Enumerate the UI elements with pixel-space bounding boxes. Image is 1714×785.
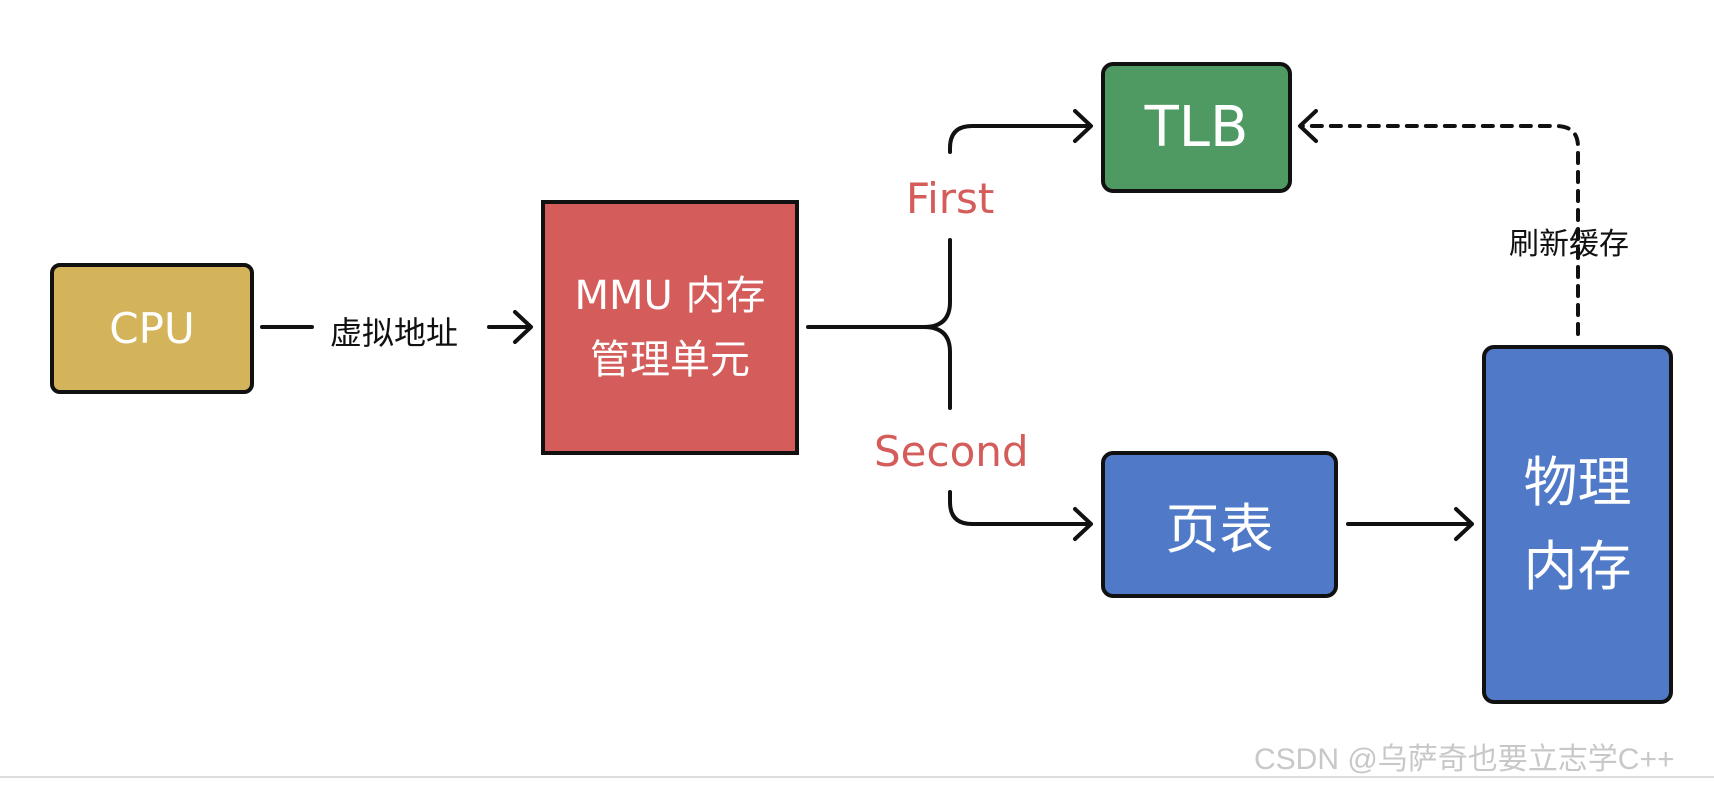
physical-memory-label-line1: 物理 [1523,450,1632,514]
cpu-node: CPU [50,263,254,394]
first-branch-label: First [906,174,995,223]
virtual-address-label: 虚拟地址 [330,314,459,352]
cpu-label: CPU [109,304,195,353]
physical-memory-label-line2: 内存 [1523,534,1632,598]
first-branch-arrowhead [1073,109,1093,143]
page-table-node: 页表 [1101,451,1338,598]
mmu-label-line1: MMU 内存 [574,272,766,319]
bottom-divider [0,776,1714,778]
tlb-node: TLB [1101,62,1292,193]
tlb-label: TLB [1144,95,1249,160]
refresh-cache-arrowhead [1298,109,1318,143]
virtual-address-arrowhead [513,310,533,344]
watermark: CSDN @乌萨奇也要立志学C++ [1254,743,1675,776]
second-branch-arrowhead [1073,507,1093,541]
mmu-node: MMU 内存 管理单元 [541,200,799,455]
second-branch-label: Second [874,427,1029,476]
brace-upper [922,238,952,329]
mmu-label-line2: 管理单元 [590,336,750,383]
page-to-memory-arrowhead [1454,507,1474,541]
physical-memory-node: 物理 内存 [1482,345,1673,704]
brace-lower [922,325,952,410]
page-table-label: 页表 [1165,498,1274,561]
first-branch-line [948,124,1092,154]
second-branch-line [948,490,1092,526]
refresh-cache-label: 刷新缓存 [1509,227,1629,262]
